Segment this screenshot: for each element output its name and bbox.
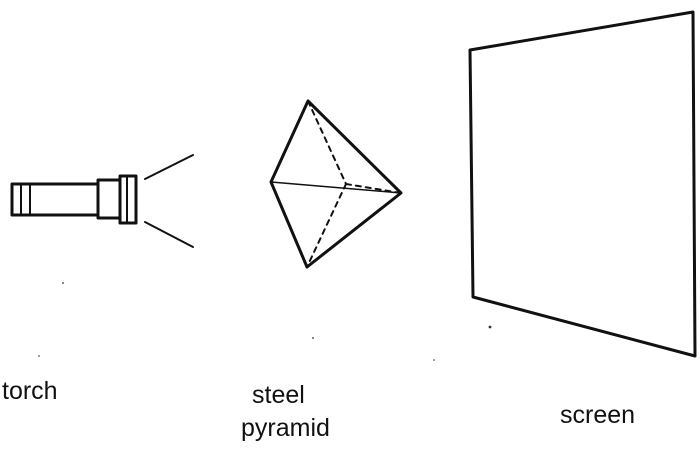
pyramid-hidden-edge bbox=[307, 100, 347, 185]
screen-illustration bbox=[468, 10, 697, 358]
pyramid-front-edge bbox=[270, 181, 402, 194]
torch-illustration bbox=[10, 154, 194, 248]
steel-pyramid-label: steel pyramid bbox=[241, 379, 330, 445]
steel-pyramid-illustration bbox=[269, 99, 403, 269]
light-beam-lower bbox=[144, 221, 194, 248]
speck bbox=[38, 355, 40, 357]
speck bbox=[433, 359, 435, 361]
steel-pyramid-label-line1: steel bbox=[252, 381, 305, 409]
torch-head bbox=[96, 178, 122, 220]
screen-panel bbox=[468, 10, 697, 358]
pyramid-hidden-edge bbox=[345, 183, 402, 194]
pyramid-hidden-edge bbox=[306, 183, 347, 268]
torch-lens bbox=[118, 174, 138, 225]
scan-specks bbox=[38, 282, 492, 361]
light-beam-upper bbox=[144, 154, 194, 180]
speck bbox=[488, 325, 492, 329]
speck bbox=[62, 282, 64, 284]
torch-label: torch bbox=[2, 377, 58, 405]
torch-body bbox=[10, 182, 100, 217]
screen-label: screen bbox=[560, 401, 636, 429]
steel-pyramid-label-line2: pyramid bbox=[241, 414, 330, 442]
speck bbox=[312, 337, 314, 339]
